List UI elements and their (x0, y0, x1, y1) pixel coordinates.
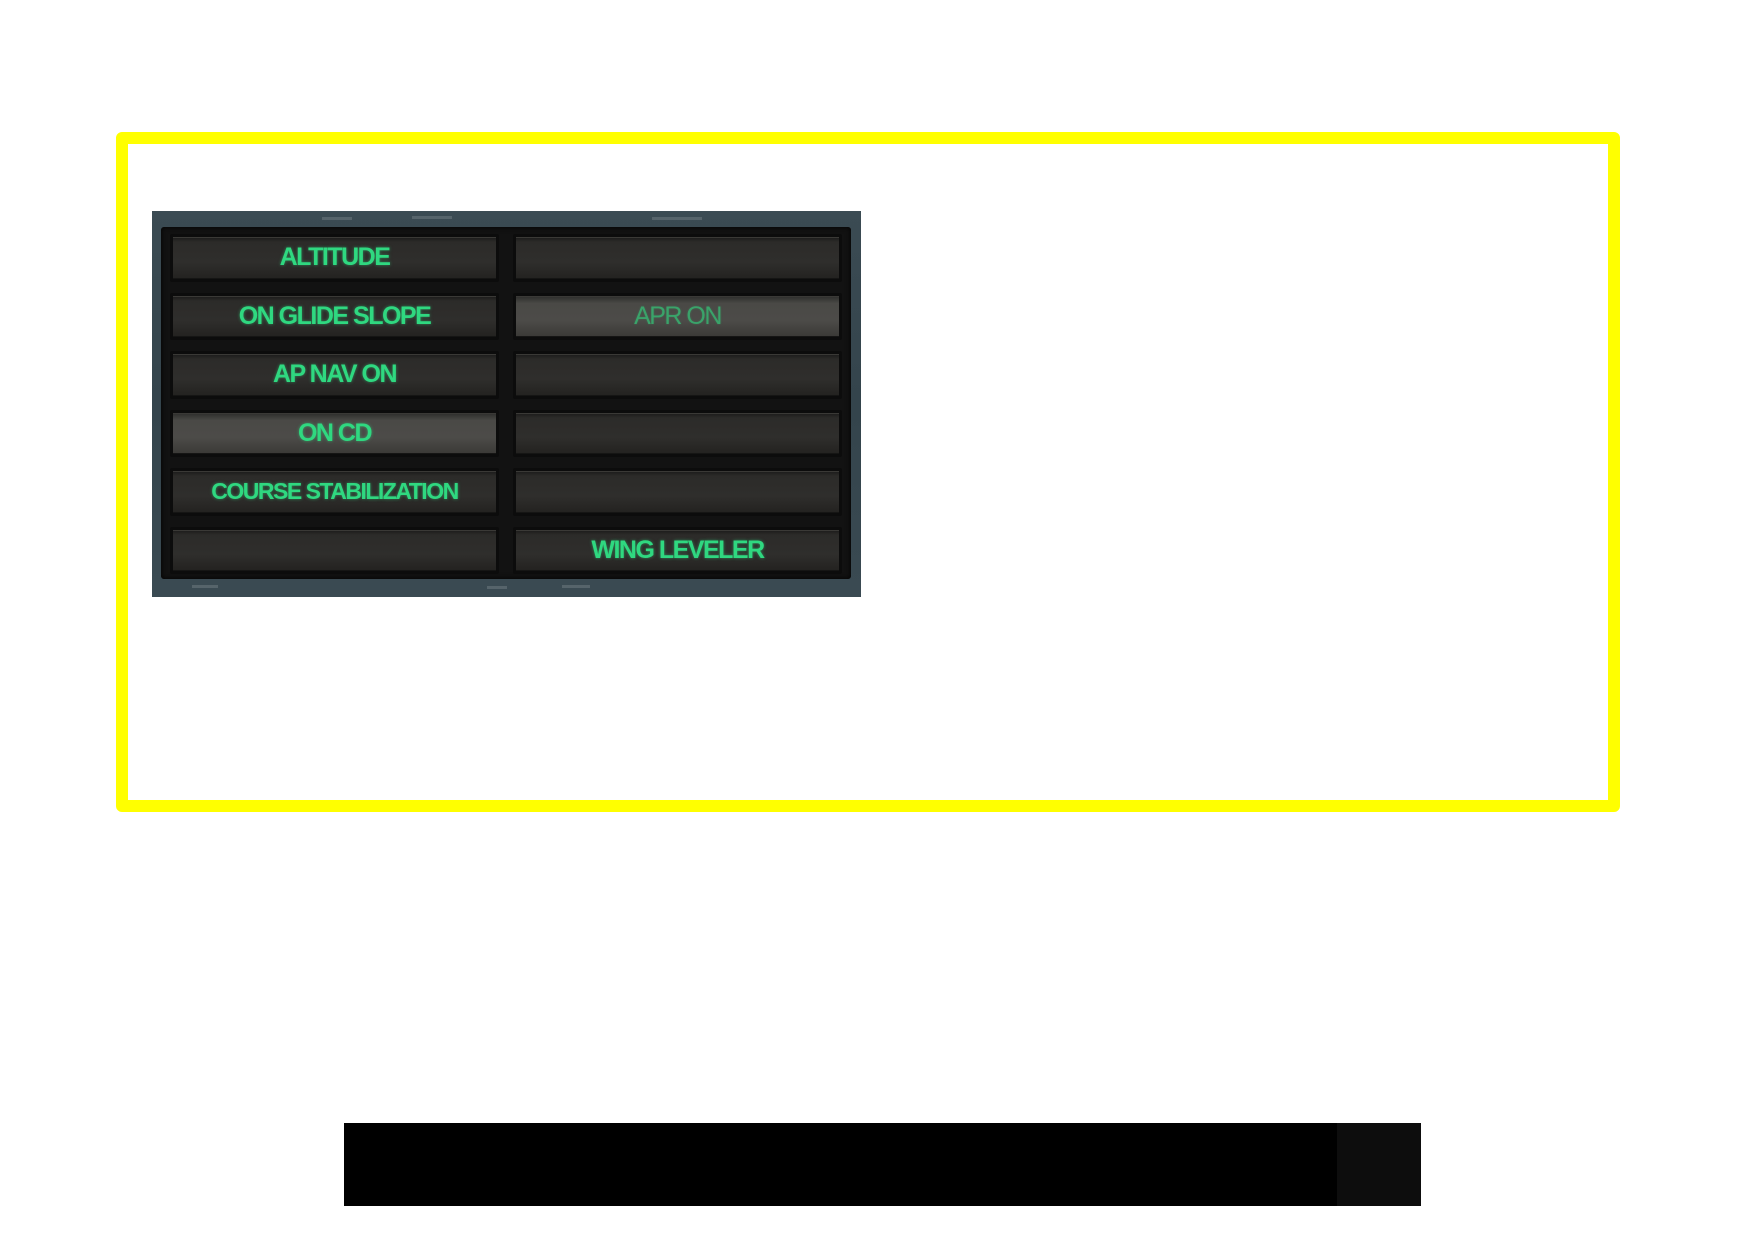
annunciator-cell-blank (170, 526, 499, 574)
annunciator-cell-blank (513, 468, 842, 516)
panel-wear-mark (562, 585, 590, 588)
panel-wear-mark (487, 586, 507, 589)
annunciator-cell-on-cd: ON CD (170, 409, 499, 457)
panel-wear-mark (652, 217, 702, 220)
annunciator-cell-blank (513, 409, 842, 457)
caption-bar (344, 1123, 1421, 1206)
annunciator-label: AP NAV ON (272, 360, 398, 389)
annunciator-label: COURSE STABILIZATION (211, 478, 459, 505)
panel-wear-mark (322, 217, 352, 220)
annunciator-bezel: ALTITUDE ON GLIDE SLOPE APR ON AP NAV ON… (161, 227, 851, 579)
annunciator-cell-blank (513, 234, 842, 282)
caption-bar-end (1337, 1123, 1421, 1206)
annunciator-cell-blank (513, 351, 842, 399)
annunciator-cell-wing-leveler: WING LEVELER (513, 526, 842, 574)
annunciator-label: WING LEVELER (591, 535, 765, 564)
annunciator-panel: ALTITUDE ON GLIDE SLOPE APR ON AP NAV ON… (152, 211, 861, 597)
panel-wear-mark (412, 216, 452, 219)
annunciator-grid: ALTITUDE ON GLIDE SLOPE APR ON AP NAV ON… (170, 234, 842, 574)
annunciator-label: ALTITUDE (279, 243, 391, 272)
annunciator-cell-apr-on: APR ON (513, 292, 842, 340)
annunciator-cell-ap-nav-on: AP NAV ON (170, 351, 499, 399)
annunciator-label: ON GLIDE SLOPE (238, 301, 432, 330)
highlight-frame (116, 132, 1620, 812)
annunciator-label: ON CD (297, 418, 373, 447)
annunciator-cell-on-glide-slope: ON GLIDE SLOPE (170, 292, 499, 340)
panel-wear-mark (192, 585, 218, 588)
annunciator-cell-altitude: ALTITUDE (170, 234, 499, 282)
annunciator-cell-course-stabilization: COURSE STABILIZATION (170, 468, 499, 516)
annunciator-label: APR ON (634, 301, 722, 330)
